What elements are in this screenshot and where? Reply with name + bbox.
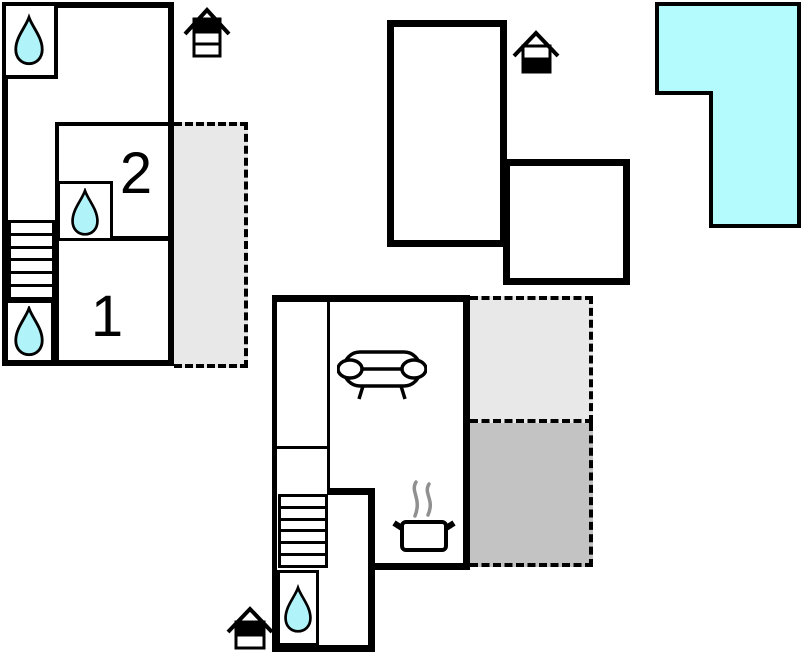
water-drop-icon (14, 13, 44, 66)
stair-tread (281, 556, 325, 565)
wall-segment (272, 295, 277, 652)
wall-segment (277, 446, 327, 449)
staircase (278, 494, 328, 568)
wall-segment (55, 122, 59, 360)
wall-segment (463, 295, 470, 570)
room-label-2: 2 (119, 141, 153, 206)
wall-segment (327, 302, 330, 488)
wall-segment (368, 563, 470, 570)
wall-segment (327, 488, 375, 495)
stair-tread (281, 509, 325, 521)
terrace-dark (470, 423, 593, 567)
wall-segment (55, 236, 174, 241)
bathroom-room (57, 181, 113, 241)
swimming-pool (655, 2, 801, 228)
outbuilding-room-tall (387, 20, 507, 247)
bathroom-room (277, 570, 319, 646)
stair-tread (281, 532, 325, 545)
stair-tread (281, 521, 325, 533)
stair-tread (11, 287, 52, 297)
stair-tread (281, 544, 325, 557)
bathroom-room (8, 299, 55, 360)
stair-tread (11, 236, 52, 249)
stair-tread (11, 261, 52, 275)
room-label-1: 1 (90, 284, 124, 349)
stair-tread (281, 497, 325, 509)
wall-segment (55, 122, 174, 126)
floor-level-icon-top-of-2 (226, 606, 274, 650)
wall-segment (368, 495, 375, 652)
staircase (8, 220, 55, 300)
terrace-upper-plan (174, 122, 248, 368)
stair-tread (11, 223, 52, 236)
floor-level-icon-top-of-3 (183, 7, 231, 58)
stove-pot-icon (392, 480, 456, 552)
floor-level-icon-bottom-of-2 (512, 30, 560, 74)
wall-segment (272, 295, 470, 302)
outbuilding-room-square (503, 159, 630, 285)
water-drop-icon (284, 583, 312, 633)
stair-tread (11, 274, 52, 288)
water-drop-icon (14, 306, 44, 357)
terrace-light (470, 296, 593, 423)
sofa-icon (337, 350, 427, 400)
stair-tread (11, 249, 52, 262)
bathroom-room (6, 6, 58, 79)
wall-segment (272, 645, 375, 652)
water-drop-icon (71, 188, 99, 236)
